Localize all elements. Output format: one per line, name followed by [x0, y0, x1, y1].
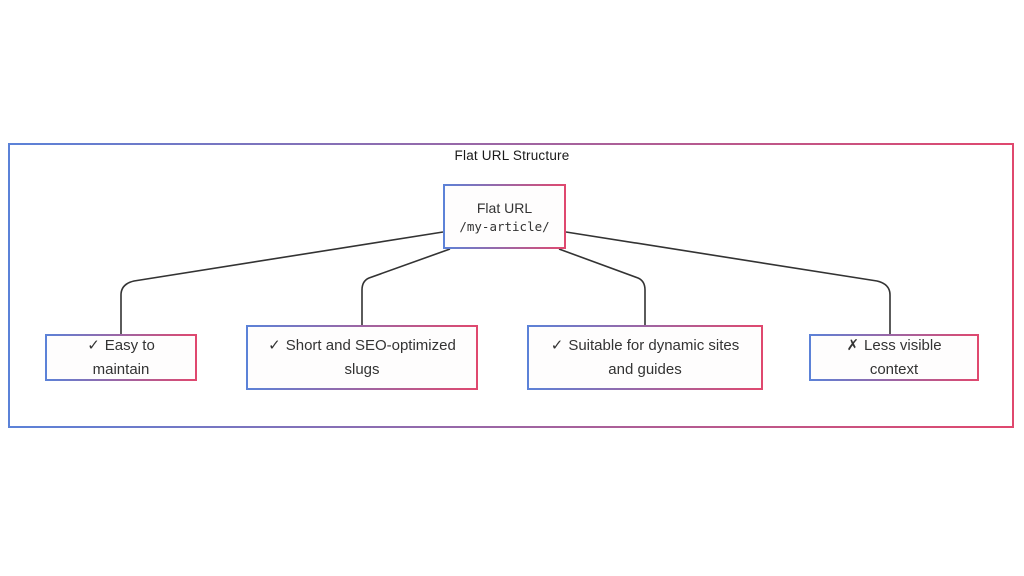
node-label: Suitable for dynamic sites and guides	[568, 337, 740, 378]
node-label: Short and SEO-optimized slugs	[285, 337, 456, 378]
check-icon: ✓	[268, 337, 281, 355]
node-short-seo-slugs: ✓Short and SEO-optimized slugs	[246, 325, 478, 390]
node-label: Easy to maintain	[92, 337, 155, 378]
node-suitable-dynamic-sites: ✓Suitable for dynamic sites and guides	[527, 325, 763, 390]
root-node-label: Flat URL	[476, 199, 533, 216]
node-less-visible-context: ✗Less visible context	[809, 334, 979, 381]
check-icon: ✓	[87, 337, 100, 355]
root-node-code: /my-article/	[459, 218, 550, 234]
node-label: Less visible context	[864, 337, 942, 378]
node-easy-to-maintain: ✓Easy to maintain	[45, 334, 197, 381]
check-icon: ✓	[550, 337, 564, 355]
root-node-flat-url: Flat URL /my-article/	[443, 184, 566, 249]
cross-icon: ✗	[846, 337, 860, 355]
diagram-title: Flat URL Structure	[454, 148, 570, 163]
